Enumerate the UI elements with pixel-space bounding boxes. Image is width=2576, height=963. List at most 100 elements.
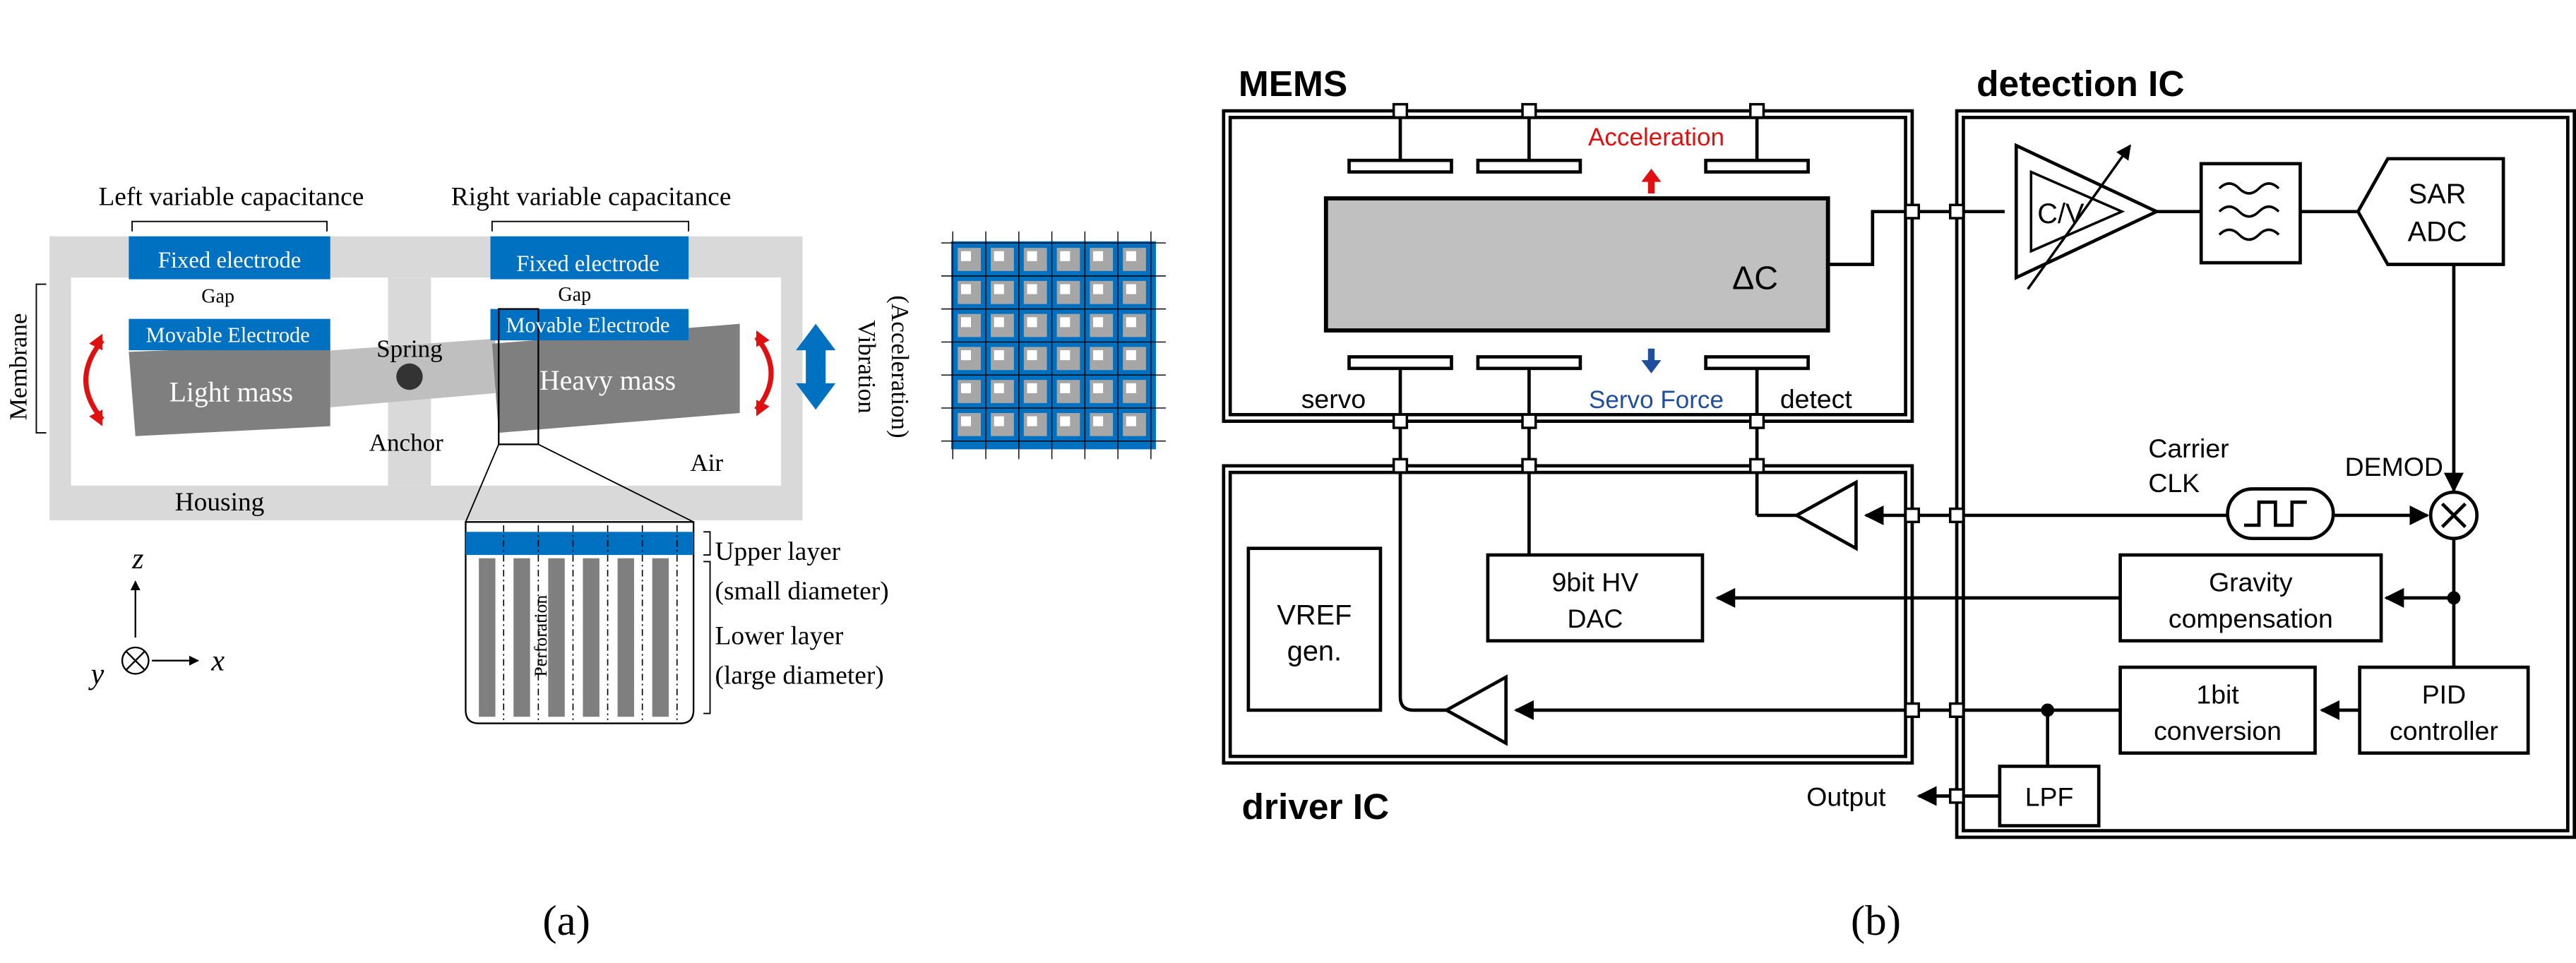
left-gap-label: Gap: [201, 285, 234, 307]
adc-label: ADC: [2408, 217, 2467, 248]
right-fixed-label: Fixed electrode: [516, 251, 660, 277]
right-cap-label: Right variable capacitance: [451, 182, 732, 211]
lower-layer-column: [513, 558, 530, 717]
driver-ic-box: [1222, 464, 1914, 765]
left-movable-label: Movable Electrode: [146, 323, 310, 347]
terminal-pad: [1948, 507, 1965, 524]
detection-ic-box: [1955, 109, 2576, 839]
rotation-arrow-right: [754, 335, 774, 412]
lower-layer-column: [583, 558, 600, 717]
filter-block: [2199, 162, 2302, 265]
left-cap-label: Left variable capacitance: [98, 182, 364, 211]
terminal-pad: [1521, 457, 1537, 474]
axis-x-label: x: [210, 645, 225, 678]
lower-layer-column: [479, 558, 496, 717]
terminal-pad: [1749, 102, 1765, 119]
lpf-label: LPF: [2025, 782, 2074, 812]
terminal-pad: [1948, 203, 1965, 220]
hv-dac-block: [1486, 553, 1705, 642]
vref-label-1: VREF: [1277, 599, 1352, 630]
vibration-arrow: [796, 323, 836, 410]
detect-label: detect: [1780, 384, 1853, 414]
right-gap-label: Gap: [558, 284, 591, 306]
conv-label-2: conversion: [2154, 716, 2282, 746]
light-mass: [129, 343, 330, 436]
clk-label: CLK: [2148, 468, 2200, 498]
panel-a: Left variable capacitance Right variable…: [4, 182, 1166, 945]
sar-label: SAR: [2409, 179, 2467, 210]
dac-label-2: DAC: [1567, 604, 1623, 633]
servo-force-arrow: [1641, 348, 1662, 373]
left-fixed-electrode: [129, 236, 330, 280]
light-mass-label: Light mass: [169, 377, 294, 408]
acceleration-label: (Acceleration): [886, 295, 914, 438]
lower-layer-column: [617, 558, 634, 717]
compensation-label: compensation: [2169, 604, 2333, 633]
delta-c-label: ΔC: [1732, 260, 1778, 297]
terminal-pad: [1392, 413, 1409, 429]
right-fixed-electrode: [490, 236, 689, 280]
acceleration-arrow: [1641, 168, 1662, 193]
anchor-label: Anchor: [369, 429, 443, 457]
mems-proof-mass: [1323, 196, 1830, 333]
demod-label: DEMOD: [2345, 452, 2443, 482]
perforation-detail: Perforation: [465, 521, 695, 724]
spring-pivot: [396, 363, 423, 390]
right-movable-electrode: [490, 309, 689, 341]
gravity-label: Gravity: [2209, 568, 2293, 597]
vref-label-2: gen.: [1287, 636, 1342, 667]
carrier-label: Carrier: [2148, 433, 2229, 463]
terminal-pad: [1392, 457, 1409, 474]
lower-layer-label: Lower layer: [715, 621, 844, 650]
cv-label: C/V: [2037, 198, 2085, 229]
servo-buffer: [1443, 674, 1508, 746]
mems-title: MEMS: [1239, 63, 1347, 104]
terminal-pad: [1904, 507, 1921, 524]
terminal-pad: [1749, 413, 1765, 429]
detect-buffer: [1793, 479, 1858, 551]
terminal-pad: [1904, 702, 1921, 718]
perforation-array-icon: [941, 231, 1166, 460]
terminal-pad: [1948, 702, 1965, 718]
heavy-mass-label: Heavy mass: [539, 365, 676, 396]
caption-a: (a): [542, 897, 590, 945]
housing-label: Housing: [175, 488, 265, 517]
output-label: Output: [1806, 782, 1886, 812]
heavy-mass: [491, 323, 740, 433]
terminal-pad: [1521, 102, 1537, 119]
left-fixed-label: Fixed electrode: [158, 248, 302, 273]
terminal-pad: [1521, 413, 1537, 429]
lower-layer-column: [652, 558, 669, 717]
small-diameter-label: (small diameter): [715, 577, 889, 606]
servo-label: servo: [1301, 384, 1366, 414]
terminal-pad: [1749, 457, 1765, 474]
air-label: Air: [690, 449, 723, 477]
pid-label-2: controller: [2390, 716, 2498, 746]
upper-layer-label: Upper layer: [715, 537, 841, 566]
zoom-region: [498, 308, 539, 445]
conv-label-1: 1bit: [2196, 680, 2239, 710]
terminal-pad: [1948, 788, 1965, 804]
servo-force-label: Servo Force: [1589, 386, 1724, 414]
mems-box: [1222, 109, 1914, 423]
left-movable-electrode: [129, 318, 330, 351]
large-diameter-label: (large diameter): [715, 661, 884, 690]
spring-label: Spring: [376, 335, 443, 362]
caption-b: (b): [1851, 897, 1901, 945]
rotation-arrow-left: [83, 338, 105, 421]
vref-gen-block: [1246, 546, 1383, 712]
perforation-label: Perforation: [530, 595, 551, 677]
terminal-pad: [1904, 203, 1921, 220]
carrier-clk-block: [2226, 487, 2335, 541]
axis-z-label: z: [131, 542, 143, 575]
dac-label-1: 9bit HV: [1552, 568, 1639, 597]
sar-adc-block: [2356, 157, 2505, 266]
lower-layer-column: [548, 558, 565, 717]
pid-label-1: PID: [2422, 680, 2466, 710]
axis-y-label: y: [88, 657, 105, 690]
right-movable-label: Movable Electrode: [506, 313, 669, 337]
panel-b: [1222, 102, 2576, 839]
panel-b-labels: MEMS detection IC driver IC Acceleration…: [1239, 63, 2498, 945]
membrane-label: Membrane: [4, 313, 32, 421]
